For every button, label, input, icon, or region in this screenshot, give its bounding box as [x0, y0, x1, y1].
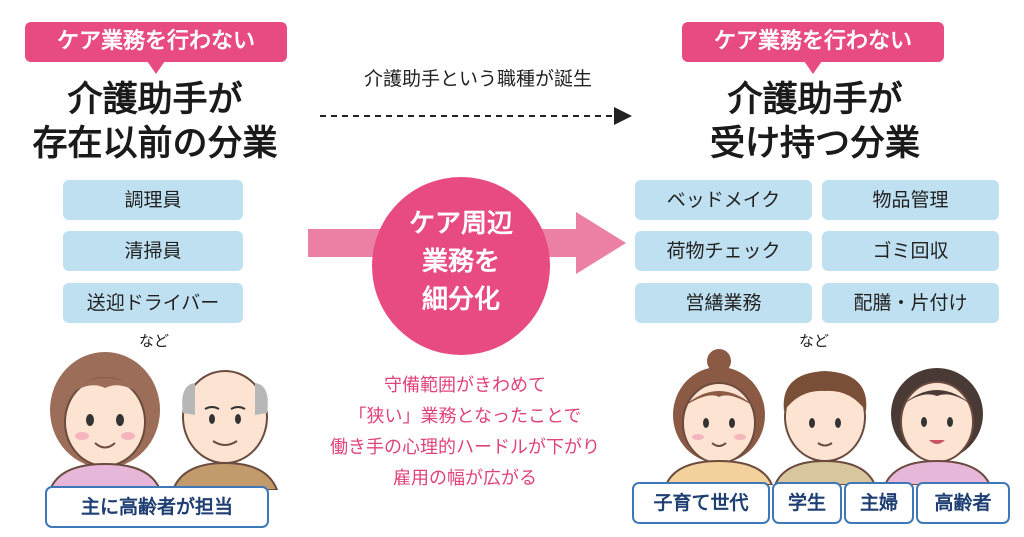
- task-box-4: ゴミ回収: [822, 231, 999, 271]
- left-etc: など: [139, 332, 170, 350]
- task-box-3: 荷物チェック: [635, 231, 812, 271]
- task-box-2: 物品管理: [822, 180, 999, 220]
- middle-bottom-line-1: 守備範囲がきわめて: [384, 375, 546, 396]
- task-box-1: ベッドメイク: [635, 180, 812, 220]
- dashed-arrow: [320, 107, 632, 125]
- worker-label-2: 学生: [772, 482, 842, 524]
- left-badge-tail: [147, 61, 165, 74]
- task-box-6: 配膳・片付け: [822, 283, 999, 323]
- right-badge: ケア業務を行わない: [682, 22, 944, 74]
- right-title: 介護助手が 受け持つ分業: [660, 78, 970, 166]
- elderly-man-illustration: [171, 370, 279, 490]
- left-title-line1: 介護助手が: [67, 80, 243, 120]
- middle-bottom-line-2: 「狭い」業務となったことで: [348, 406, 582, 427]
- task-box-5: 営繕業務: [635, 283, 812, 323]
- middle-bottom-line-3: 働き手の心理的ハードルが下がり: [330, 437, 600, 458]
- right-badge-text: ケア業務を行わない: [713, 29, 912, 54]
- role-box-3: 送迎ドライバー: [63, 283, 243, 323]
- housewife-illustration: [883, 368, 992, 485]
- worker-label-3: 主婦: [844, 482, 914, 524]
- elderly-woman-illustration: [48, 352, 162, 490]
- circle-text: ケア周辺 業務を 細分化: [370, 205, 552, 319]
- left-badge-text: ケア業務を行わない: [56, 29, 255, 54]
- middle-circle: [372, 177, 550, 355]
- middle-top-text: 介護助手という職種が誕生: [363, 68, 592, 90]
- worker-label-1: 子育て世代: [632, 482, 770, 524]
- left-title: 介護助手が 存在以前の分業: [0, 78, 310, 166]
- young-woman-illustration: [664, 349, 774, 485]
- student-illustration: [773, 371, 877, 485]
- circle-line-3: 細分化: [421, 285, 500, 315]
- right-etc: など: [799, 332, 830, 350]
- right-badge-tail: [804, 61, 822, 74]
- right-title-line2: 受け持つ分業: [709, 124, 920, 164]
- right-title-line1: 介護助手が: [727, 80, 903, 120]
- left-caption-label: 主に高齢者が担当: [45, 486, 269, 528]
- left-badge: ケア業務を行わない: [25, 22, 287, 74]
- left-title-line2: 存在以前の分業: [32, 124, 278, 164]
- role-box-1: 調理員: [63, 180, 243, 220]
- circle-line-1: ケア周辺: [408, 209, 513, 239]
- circle-line-2: 業務を: [421, 247, 500, 277]
- middle-bottom-line-4: 雇用の幅が広がる: [393, 468, 537, 489]
- role-box-2: 清掃員: [63, 231, 243, 271]
- worker-label-4: 高齢者: [916, 482, 1010, 524]
